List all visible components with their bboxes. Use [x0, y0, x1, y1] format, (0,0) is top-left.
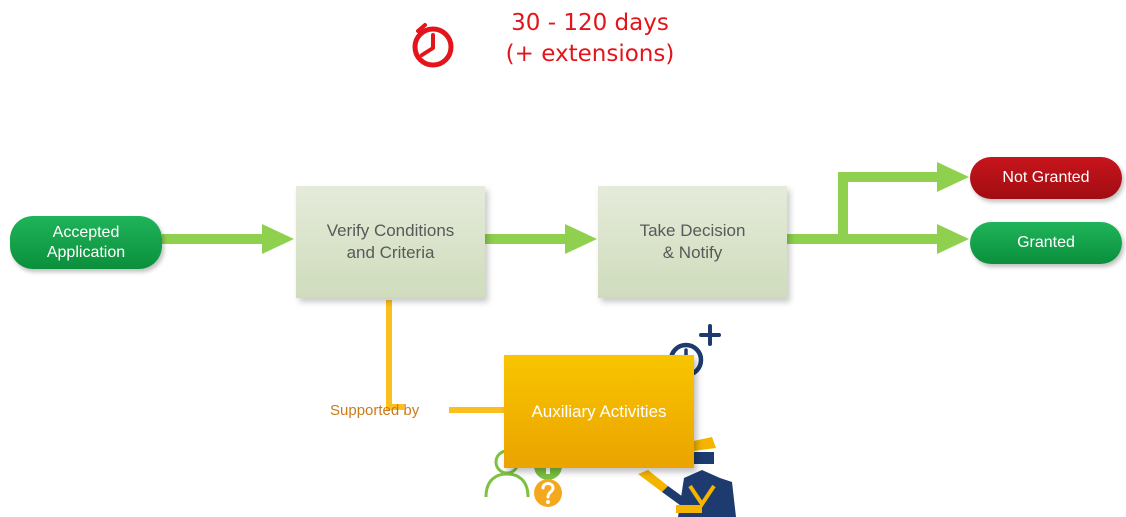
arrow-decision-to-outcomes: [787, 162, 969, 254]
not-granted-node: Not Granted: [970, 157, 1122, 199]
outcome-label: Granted: [1017, 234, 1075, 251]
question-icon: [534, 479, 562, 507]
duration-range: 30 - 120 days: [511, 10, 669, 36]
verify-conditions-step: Verify Conditions and Criteria: [296, 186, 485, 298]
granted-node: Granted: [970, 222, 1122, 264]
support-connector: [386, 300, 504, 413]
auxiliary-label: Auxiliary Activities: [531, 401, 667, 421]
auxiliary-activities-box: Auxiliary Activities: [504, 355, 694, 468]
duration-extensions: (+ extensions): [505, 41, 675, 67]
node-label-line1: Accepted: [52, 223, 120, 241]
step-label-line1: Verify Conditions: [326, 221, 455, 240]
node-label-line2: Application: [46, 243, 126, 261]
border-officer-icon: [638, 437, 736, 517]
supported-by-label: Supported by: [330, 402, 420, 419]
accepted-application-node: Accepted Application: [10, 216, 162, 269]
step-label-line1: Take Decision: [639, 221, 746, 240]
clock-icon: [412, 23, 454, 68]
arrow-start-to-verify: [162, 224, 294, 254]
outcome-label: Not Granted: [1002, 169, 1090, 186]
duration-label: 30 - 120 days (+ extensions): [470, 8, 710, 70]
arrow-verify-to-decision: [485, 224, 597, 254]
step-label-line2: and Criteria: [346, 243, 435, 262]
step-label-line2: & Notify: [662, 243, 723, 262]
take-decision-step: Take Decision & Notify: [598, 186, 787, 298]
